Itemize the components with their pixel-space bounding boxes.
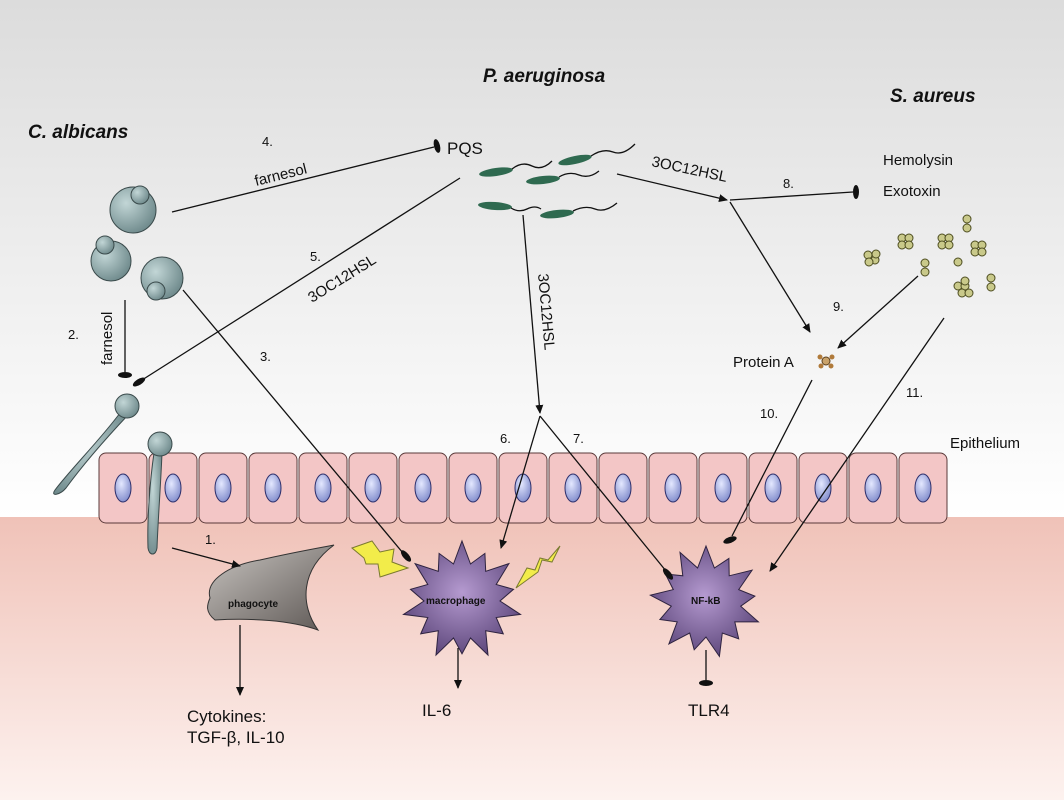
epithelial-cell — [848, 452, 898, 524]
arrow-hsl-right — [616, 173, 728, 203]
step-8: 8. — [783, 176, 794, 191]
label-phagocyte: phagocyte — [228, 599, 278, 610]
label-il6: IL-6 — [422, 701, 451, 720]
label-p-aeruginosa: P. aeruginosa — [483, 66, 606, 87]
inhibit-bar-5 — [132, 377, 146, 387]
arrow-11 — [769, 317, 945, 572]
inhibit-line-8 — [729, 191, 854, 201]
staph-cluster — [897, 233, 914, 250]
epithelial-cell — [648, 452, 698, 524]
step-5: 5. — [310, 249, 321, 264]
arrow-6 — [499, 415, 541, 549]
epithelial-cell — [498, 452, 548, 524]
epithelial-cell — [748, 452, 798, 524]
candida-hyphae — [53, 393, 173, 555]
epithelial-cell — [248, 452, 298, 524]
epithelial-cell — [98, 452, 148, 524]
label-hemolysin: Hemolysin — [883, 152, 953, 169]
label-pqs: PQS — [447, 139, 483, 158]
label-macrophage: macrophage — [426, 596, 486, 607]
inhibit-bar-8 — [853, 185, 859, 199]
label-cytokine-list: TGF-β, IL-10 — [187, 728, 285, 747]
inhibit-line-10 — [731, 379, 813, 537]
staph-cluster — [953, 276, 974, 298]
lower-background — [0, 517, 1064, 800]
staph-cluster — [920, 258, 930, 277]
label-epithelium: Epithelium — [950, 435, 1020, 452]
epithelial-cell — [398, 452, 448, 524]
epithelial-cell — [298, 452, 348, 524]
epithelial-cell — [898, 452, 948, 524]
inhibit-bar-4 — [433, 139, 441, 153]
inhibit-bar-2 — [118, 372, 132, 378]
pseudomonas-bacteria — [478, 143, 636, 219]
inhibit-line-7 — [539, 415, 667, 572]
lightning-bolt-right — [515, 545, 561, 589]
step-11: 11. — [906, 385, 923, 400]
label-protein-a: Protein A — [733, 354, 794, 371]
epithelial-cell — [698, 452, 748, 524]
inhibit-bar-7 — [662, 568, 674, 580]
epithelium-cells — [98, 452, 948, 524]
staph-cluster — [863, 249, 881, 267]
staph-cluster — [970, 240, 987, 257]
nfkb-cell — [648, 544, 760, 658]
label-exotoxin: Exotoxin — [883, 183, 941, 200]
arrow-to-protein-a — [729, 201, 811, 333]
protein-a-molecule — [817, 354, 835, 369]
inhibit-line-5 — [141, 177, 461, 381]
step-2: 2. — [68, 327, 79, 342]
inhibit-bar-3 — [400, 550, 412, 562]
step-6: 6. — [500, 431, 511, 446]
inhibit-line-4 — [171, 146, 435, 213]
step-9: 9. — [833, 299, 844, 314]
step-4: 4. — [262, 134, 273, 149]
staph-clusters — [863, 214, 996, 298]
staph-cluster — [953, 257, 963, 267]
staph-cluster — [937, 233, 954, 250]
inhibit-bar-10 — [723, 536, 737, 544]
step-7: 7. — [573, 431, 584, 446]
arrow-9 — [837, 275, 919, 349]
label-cytokines: Cytokines: — [187, 707, 266, 726]
arrow-1 — [171, 547, 241, 568]
step-1: 1. — [205, 532, 216, 547]
epithelial-cell — [198, 452, 248, 524]
connectors — [118, 139, 945, 696]
label-farnesol-2: farnesol — [99, 312, 116, 365]
label-s-aureus: S. aureus — [890, 86, 976, 107]
lightning-bolt-left — [351, 540, 410, 578]
epithelial-cell — [548, 452, 598, 524]
macrophage-cell — [402, 539, 522, 657]
epithelial-cell — [598, 452, 648, 524]
step-10: 10. — [760, 406, 778, 421]
candida-yeast-cells — [90, 185, 184, 301]
inhibit-line-3 — [182, 289, 404, 554]
step-3: 3. — [260, 349, 271, 364]
upper-background — [0, 0, 1064, 517]
inhibit-bar-tlr4 — [699, 680, 713, 686]
epithelial-cell — [798, 452, 848, 524]
staph-cluster — [986, 273, 996, 292]
staph-cluster — [962, 214, 972, 233]
label-nfkb: NF-kB — [691, 596, 720, 607]
epithelial-cell — [448, 452, 498, 524]
label-c-albicans: C. albicans — [28, 122, 128, 143]
arrow-hsl-down — [522, 214, 544, 414]
label-hsl-mid: 3OC12HSL — [534, 273, 558, 351]
label-tlr4: TLR4 — [688, 701, 730, 720]
epithelial-cell — [348, 452, 398, 524]
